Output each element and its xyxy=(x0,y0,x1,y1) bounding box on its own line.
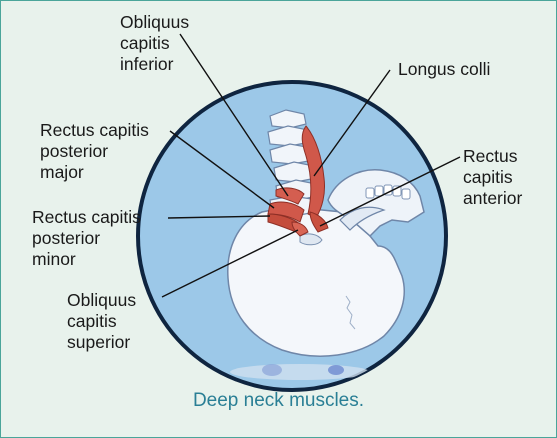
label-rectus-capitis-posterior-minor: Rectus capitis posterior minor xyxy=(32,207,141,270)
label-obliquus-capitis-superior: Obliquus capitis superior xyxy=(67,290,136,353)
label-longus-colli: Longus colli xyxy=(398,59,490,80)
label-rectus-capitis-anterior: Rectus capitis anterior xyxy=(463,146,522,209)
label-obliquus-capitis-inferior: Obliquus capitis inferior xyxy=(120,12,189,75)
label-rectus-capitis-posterior-major: Rectus capitis posterior major xyxy=(40,120,149,183)
figure-caption: Deep neck muscles. xyxy=(0,390,557,412)
